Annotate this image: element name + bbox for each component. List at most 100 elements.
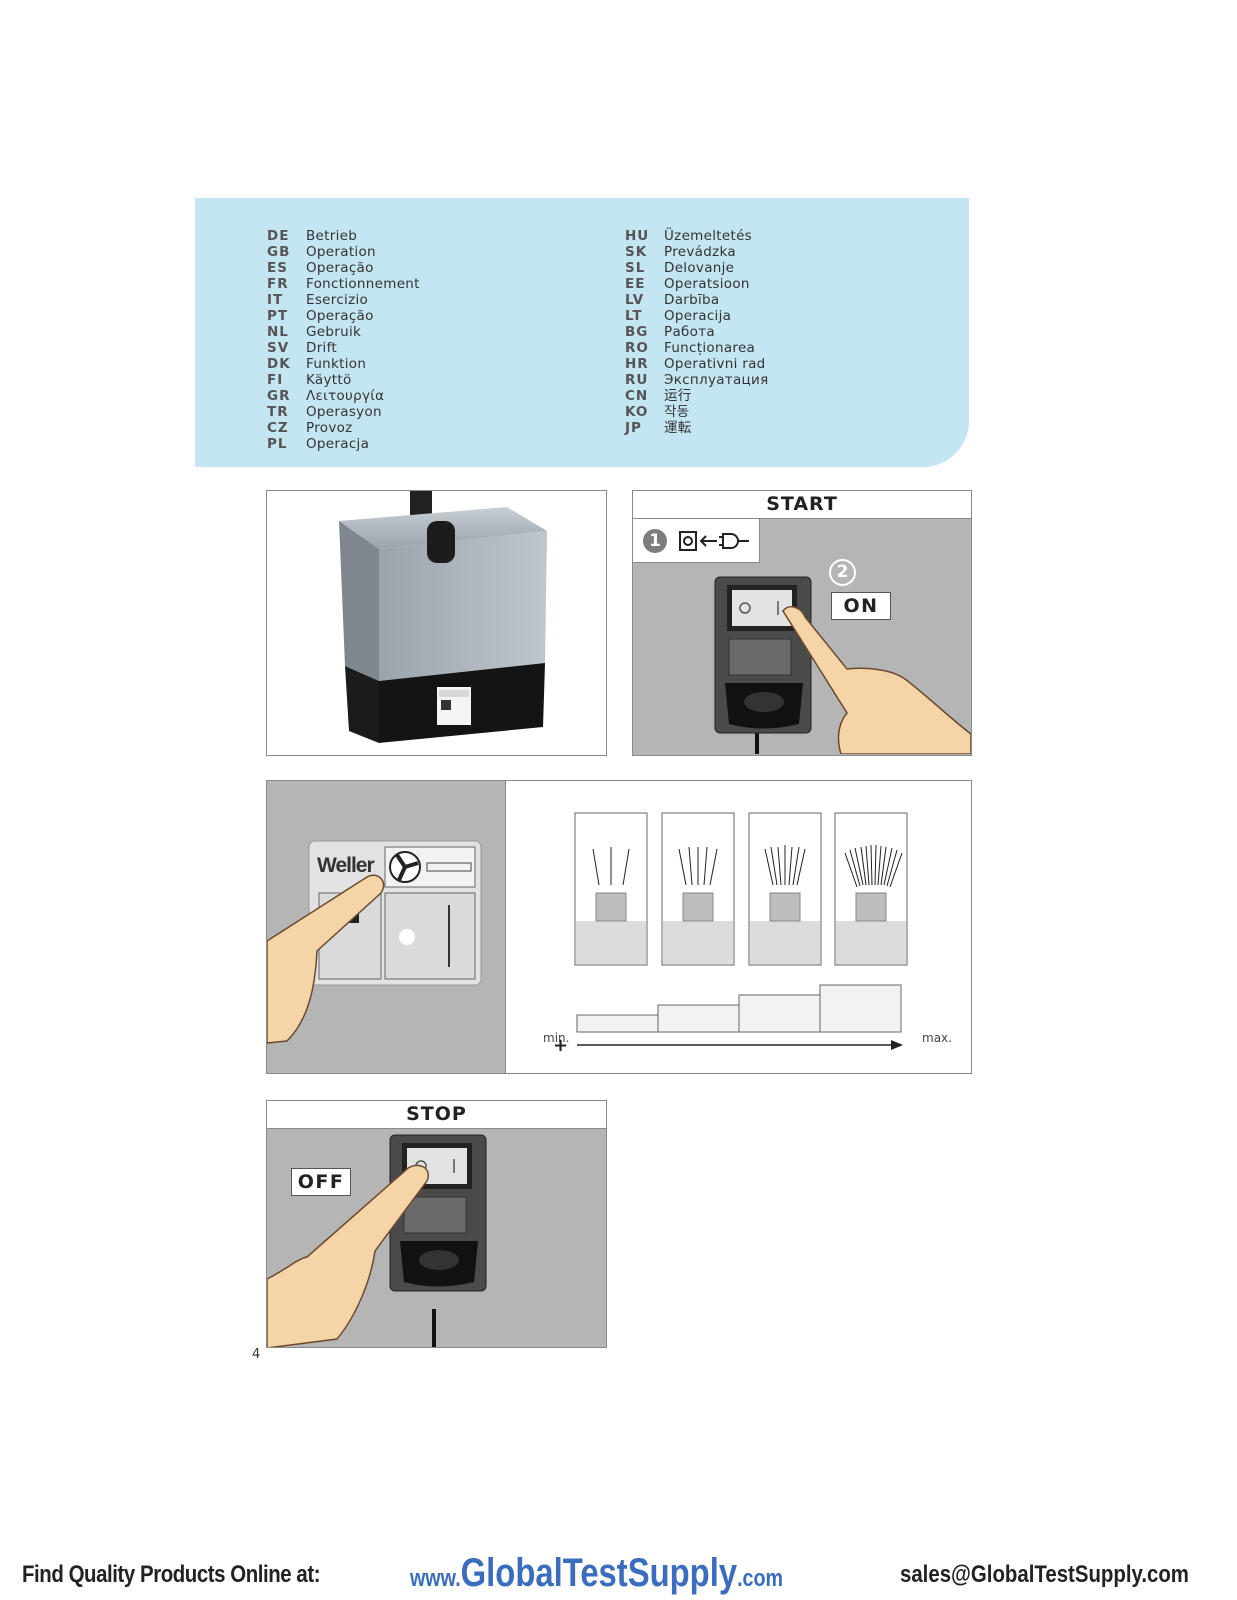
language-label: Darbība: [664, 292, 720, 308]
url-main: GlobalTestSupply: [460, 1551, 738, 1595]
language-label: Operação: [306, 308, 374, 324]
language-row: HR Operativni rad: [625, 356, 769, 372]
axis-plus: +: [553, 1035, 569, 1056]
language-code: ES: [267, 260, 288, 276]
nozzle-speed-1: [574, 812, 648, 966]
language-row: SV Drift: [267, 340, 420, 356]
language-code: IT: [267, 292, 284, 308]
language-row: HU Üzemeltetés: [625, 228, 769, 244]
language-label: Operação: [306, 260, 374, 276]
speed-steps-bar: [576, 984, 902, 1033]
footer-tagline: Find Quality Products Online at:: [22, 1561, 321, 1588]
language-row: ES Operação: [267, 260, 420, 276]
language-label: Operasyon: [306, 404, 382, 420]
language-label: Betrieb: [306, 228, 358, 244]
language-row: CZ Provoz: [267, 420, 420, 436]
language-code: TR: [267, 404, 289, 420]
language-row: BG Работа: [625, 324, 769, 340]
language-label: Эксплуатация: [664, 372, 769, 388]
product-photo-panel: [266, 490, 607, 756]
language-code: GR: [267, 388, 291, 404]
language-label: Λειτουργία: [306, 388, 385, 404]
language-label: Provoz: [306, 420, 353, 436]
language-row: RO Funcționarea: [625, 340, 769, 356]
language-label: Drift: [306, 340, 338, 356]
language-label: Работа: [664, 324, 715, 340]
language-label: Funcționarea: [664, 340, 756, 356]
language-label: Operatsioon: [664, 276, 750, 292]
language-code: PT: [267, 308, 289, 324]
language-code: LV: [625, 292, 645, 308]
airflow-levels-illustration: [574, 812, 908, 1050]
language-code: LT: [625, 308, 643, 324]
language-label: Operativni rad: [664, 356, 766, 372]
language-code: BG: [625, 324, 649, 340]
weller-logo: Weller: [317, 854, 375, 877]
url-prefix: www.: [410, 1565, 461, 1592]
language-code: SV: [267, 340, 290, 356]
stop-title: STOP: [267, 1101, 606, 1129]
on-label: ON: [831, 592, 891, 620]
max-label: max.: [922, 1031, 952, 1045]
language-code: DK: [267, 356, 291, 372]
language-label: Operacja: [306, 436, 370, 452]
step-2-badge: 2: [829, 559, 856, 586]
language-row: KO 작동: [625, 404, 769, 420]
language-code: CZ: [267, 420, 289, 436]
language-code: HU: [625, 228, 650, 244]
control-panel-closeup: Weller: [267, 781, 506, 1073]
language-row: TR Operasyon: [267, 404, 420, 420]
language-code: RO: [625, 340, 649, 356]
language-label: Käyttö: [306, 372, 352, 388]
footer-email-link[interactable]: sales@GlobalTestSupply.com: [900, 1561, 1189, 1588]
language-code: SL: [625, 260, 646, 276]
language-label: Operacija: [664, 308, 732, 324]
fume-extractor-image: [339, 491, 547, 743]
power-switch-off-illustration: [267, 1134, 487, 1347]
nozzle-speed-3: [748, 812, 822, 966]
nozzle-speed-2: [661, 812, 735, 966]
language-label: 작동: [664, 404, 690, 420]
language-code: PL: [267, 436, 288, 452]
finger-hand-stop: [267, 1164, 430, 1347]
language-code: HR: [625, 356, 649, 372]
power-switch-on-illustration: [714, 576, 971, 754]
language-row: PT Operação: [267, 308, 420, 324]
footer-website-link[interactable]: www.GlobalTestSupply.com: [410, 1551, 783, 1596]
language-row: SL Delovanje: [625, 260, 769, 276]
finger-hand: [782, 606, 971, 754]
speed-control-panel: Weller + + + +: [266, 780, 972, 1074]
language-code: KO: [625, 404, 649, 420]
plug-connect-icon: [679, 531, 749, 551]
url-suffix: .com: [737, 1565, 783, 1592]
language-code: CN: [625, 388, 649, 404]
language-row: LT Operacija: [625, 308, 769, 324]
plug-in-step: 1: [633, 519, 760, 563]
weller-keypad-illustration: [267, 840, 482, 1044]
language-label: Funktion: [306, 356, 367, 372]
language-code: FI: [267, 372, 284, 388]
language-row: LV Darbība: [625, 292, 769, 308]
min-label: min.: [543, 1031, 570, 1045]
language-row: PL Operacja: [267, 436, 420, 452]
language-code: NL: [267, 324, 289, 340]
start-title: START: [633, 491, 971, 519]
language-label: Delovanje: [664, 260, 735, 276]
language-code: SK: [625, 244, 648, 260]
language-code: RU: [625, 372, 649, 388]
language-row: GR Λειτουργία: [267, 388, 420, 404]
language-label: Üzemeltetés: [664, 228, 753, 244]
language-row: DK Funktion: [267, 356, 420, 372]
